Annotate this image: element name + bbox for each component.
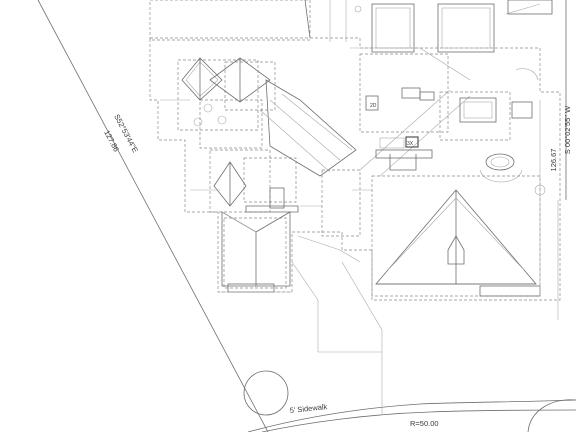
roof-lines-west [181,57,357,293]
cul-de-sac-left [243,370,289,416]
radius-label: R=50.00 [410,419,439,428]
annotations: S52°53'44"E 127.86 S 00°02'55" W 126.67 … [102,103,572,428]
street [243,300,576,432]
interior-fixtures [160,68,546,263]
room-label-2d: 2D [370,103,377,109]
structure-top-left [149,0,311,41]
roof-lines-east [359,89,541,297]
property-lines [37,0,567,432]
distance-label-west: 127.86 [102,129,121,153]
driveway [291,261,383,331]
sidewalk-label: 5' Sidewalk [289,402,328,415]
cul-de-sac-right [527,399,576,432]
sidewalk-edge-outer [247,399,576,432]
sidewalk-edge-inner [261,409,576,432]
stove-symbol [405,136,419,148]
house-outline [149,37,561,301]
house-footprint [149,37,561,301]
distance-label-east: 126.67 [549,149,558,172]
bearing-label-east: S 00°02'55" W [563,105,572,154]
rooms-north [329,0,553,81]
property-line-west [37,0,269,432]
room-label-3x: 3X [407,141,414,147]
